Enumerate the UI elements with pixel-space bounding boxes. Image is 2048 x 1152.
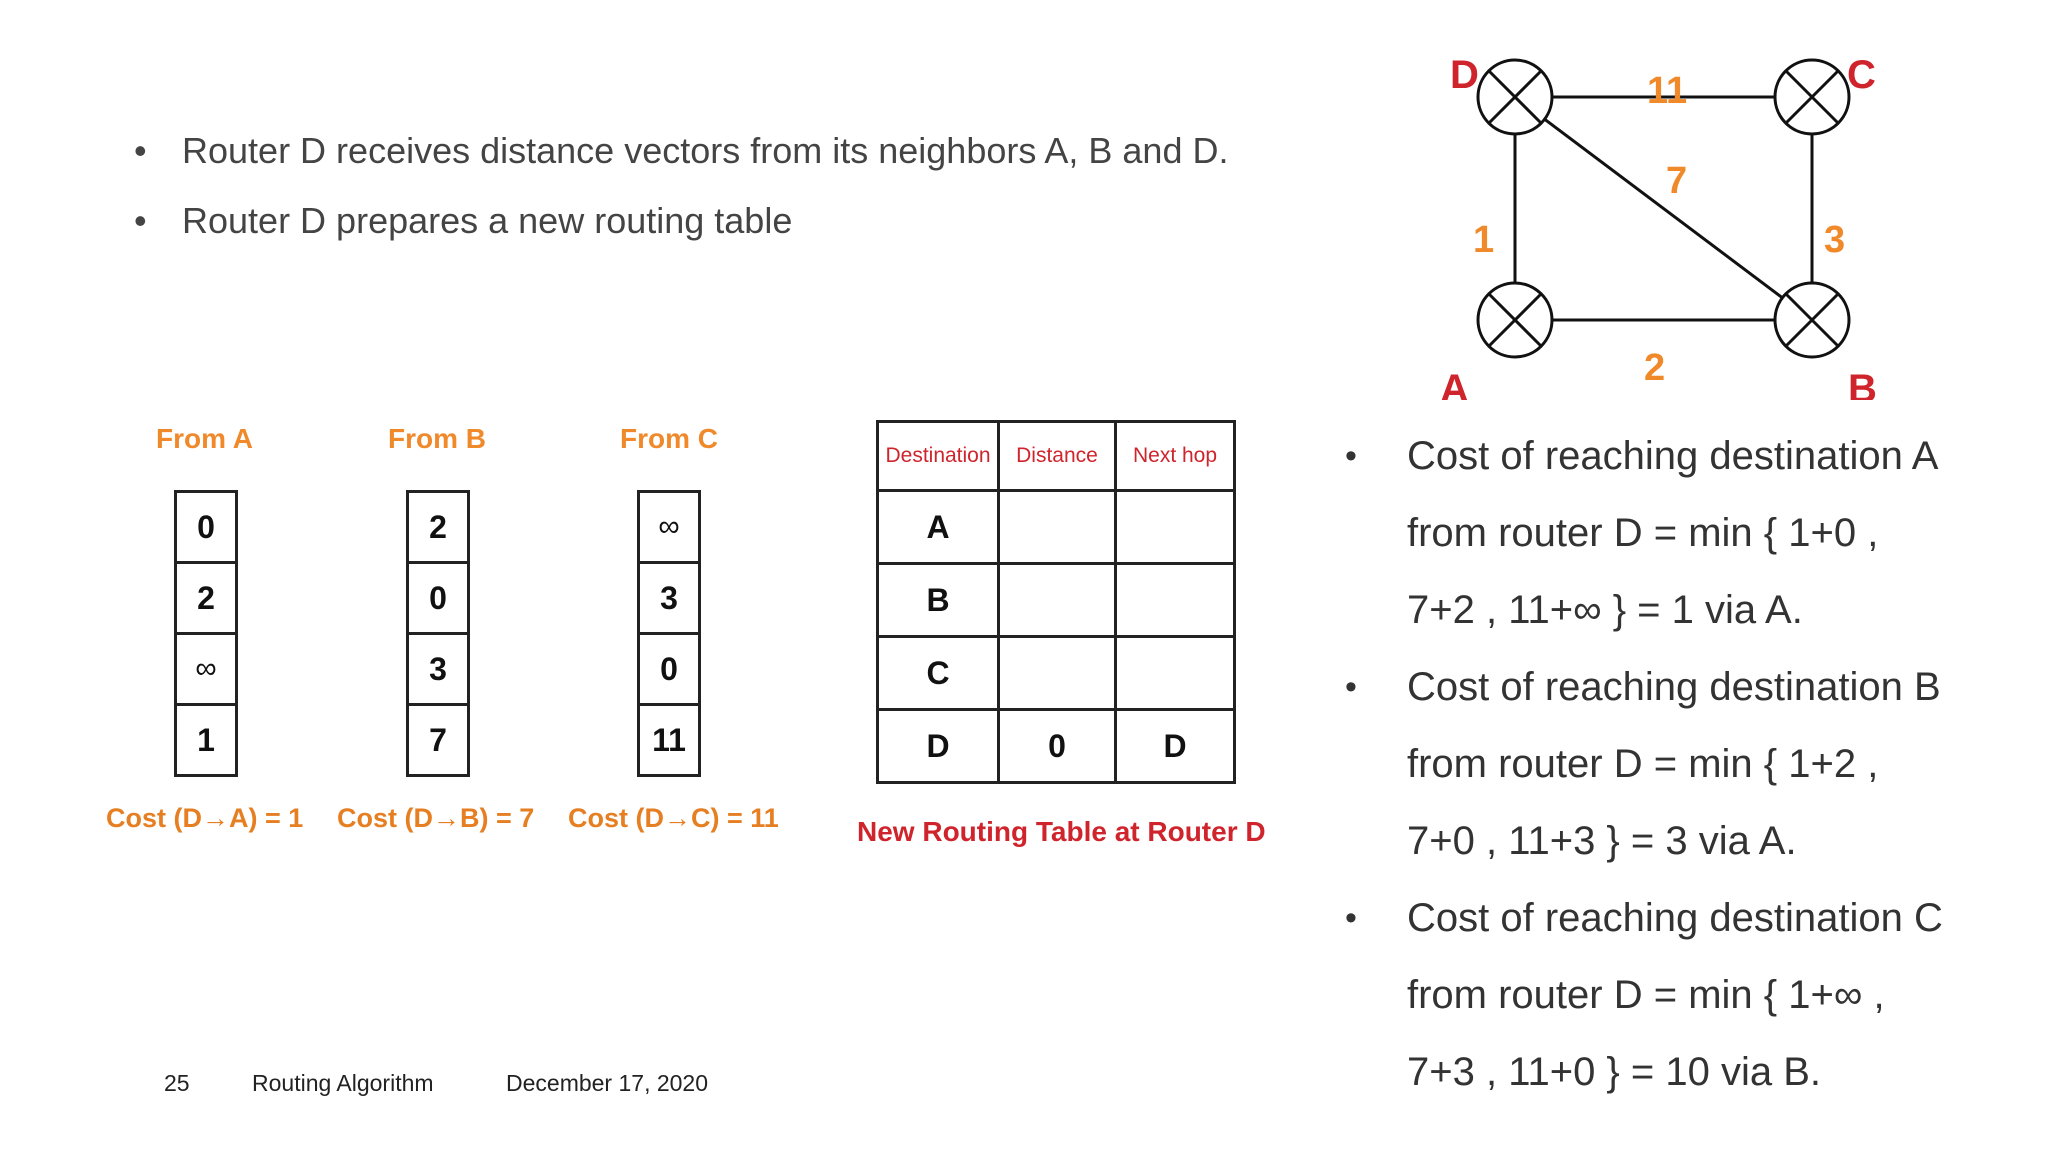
vector-c: ∞ 3 0 11 bbox=[637, 490, 701, 777]
routing-table-header-row: Destination Distance Next hop bbox=[876, 420, 1236, 492]
cost-bullet: Cost of reaching destination C from rout… bbox=[1345, 880, 2005, 1111]
vector-cell: 1 bbox=[197, 721, 215, 758]
node-label-d: D bbox=[1450, 53, 1479, 97]
vector-header-a: From A bbox=[156, 423, 253, 454]
router-node-d bbox=[1476, 58, 1554, 136]
intro-bullet-list: Router D receives distance vectors from … bbox=[134, 116, 1228, 256]
cost-line: Cost of reaching destination C bbox=[1407, 896, 1943, 940]
table-cell bbox=[1114, 635, 1236, 711]
edge-weight-c-b: 3 bbox=[1824, 219, 1845, 261]
router-node-b bbox=[1773, 281, 1851, 359]
cost-line: from router D = min { 1+∞ , bbox=[1407, 973, 1885, 1017]
vector-cell: 2 bbox=[177, 564, 235, 635]
table-row: B bbox=[876, 562, 1236, 638]
cost-line: 7+2 , 11+∞ } = 1 via A. bbox=[1407, 588, 1803, 632]
table-cell: C bbox=[876, 635, 1000, 711]
routing-table: Destination Distance Next hop A B C D 0 … bbox=[876, 420, 1236, 784]
column-header: Distance bbox=[997, 420, 1117, 492]
cost-bullet: Cost of reaching destination A from rout… bbox=[1345, 418, 2005, 649]
node-label-a: A bbox=[1440, 367, 1469, 400]
column-header: Next hop bbox=[1114, 420, 1236, 492]
cost-line: from router D = min { 1+0 , bbox=[1407, 511, 1879, 555]
vector-a: 0 2 ∞ 1 bbox=[174, 490, 238, 777]
footer-date: December 17, 2020 bbox=[506, 1070, 709, 1096]
vector-cell: 0 bbox=[177, 493, 235, 564]
table-cell: A bbox=[876, 489, 1000, 565]
table-row: C bbox=[876, 635, 1236, 711]
cost-line: Cost of reaching destination A bbox=[1407, 434, 1939, 478]
page-number: 25 bbox=[164, 1070, 190, 1096]
table-cell: B bbox=[876, 562, 1000, 638]
table-cell: D bbox=[876, 708, 1000, 784]
edge-weight-d-b: 7 bbox=[1666, 160, 1687, 202]
vector-header-c: From C bbox=[620, 423, 718, 454]
router-node-a bbox=[1476, 281, 1554, 359]
vector-cell: 11 bbox=[652, 721, 686, 758]
vector-cell: ∞ bbox=[177, 635, 235, 706]
cost-label-c: Cost (D→C) = 11 bbox=[568, 803, 779, 833]
vector-cell: 7 bbox=[429, 721, 447, 758]
edge-d-b bbox=[1514, 95, 1813, 322]
intro-bullet: Router D receives distance vectors from … bbox=[134, 116, 1228, 186]
vector-b: 2 0 3 7 bbox=[406, 490, 470, 777]
table-cell: D bbox=[1114, 708, 1236, 784]
cost-bullet-list: Cost of reaching destination A from rout… bbox=[1345, 418, 2005, 1111]
cost-line: from router D = min { 1+2 , bbox=[1407, 742, 1879, 786]
column-header: Destination bbox=[876, 420, 1000, 492]
table-cell bbox=[997, 489, 1117, 565]
vector-cell: 0 bbox=[640, 635, 698, 706]
table-cell bbox=[997, 562, 1117, 638]
vector-header-b: From B bbox=[388, 423, 486, 454]
vector-cell: 3 bbox=[409, 635, 467, 706]
node-label-b: B bbox=[1848, 367, 1877, 400]
vector-cell: 0 bbox=[409, 564, 467, 635]
table-row: A bbox=[876, 489, 1236, 565]
cost-label-a: Cost (D→A) = 1 bbox=[106, 803, 304, 833]
cost-line: 7+0 , 11+3 } = 3 via A. bbox=[1407, 819, 1797, 863]
vector-cell: 2 bbox=[409, 493, 467, 564]
vector-cell: 3 bbox=[640, 564, 698, 635]
edge-weight-d-c: 11 bbox=[1647, 70, 1687, 112]
node-label-c: C bbox=[1847, 53, 1876, 97]
edge-weight-d-a: 1 bbox=[1473, 219, 1494, 261]
table-cell: 0 bbox=[997, 708, 1117, 784]
cost-line: 7+3 , 11+0 } = 10 via B. bbox=[1407, 1050, 1822, 1094]
table-row: D 0 D bbox=[876, 708, 1236, 784]
table-cell bbox=[1114, 562, 1236, 638]
vector-cell: ∞ bbox=[640, 493, 698, 564]
network-graph: D C A B 11 7 1 3 2 bbox=[1440, 53, 1877, 400]
cost-label-b: Cost (D→B) = 7 bbox=[337, 803, 535, 833]
cost-bullet: Cost of reaching destination B from rout… bbox=[1345, 649, 2005, 880]
intro-bullet: Router D prepares a new routing table bbox=[134, 186, 1228, 256]
table-cell bbox=[1114, 489, 1236, 565]
footer-title: Routing Algorithm bbox=[252, 1070, 434, 1096]
table-cell bbox=[997, 635, 1117, 711]
edge-weight-a-b: 2 bbox=[1644, 347, 1665, 389]
cost-line: Cost of reaching destination B bbox=[1407, 665, 1941, 709]
routing-table-caption: New Routing Table at Router D bbox=[857, 816, 1266, 847]
router-node-c bbox=[1773, 58, 1851, 136]
